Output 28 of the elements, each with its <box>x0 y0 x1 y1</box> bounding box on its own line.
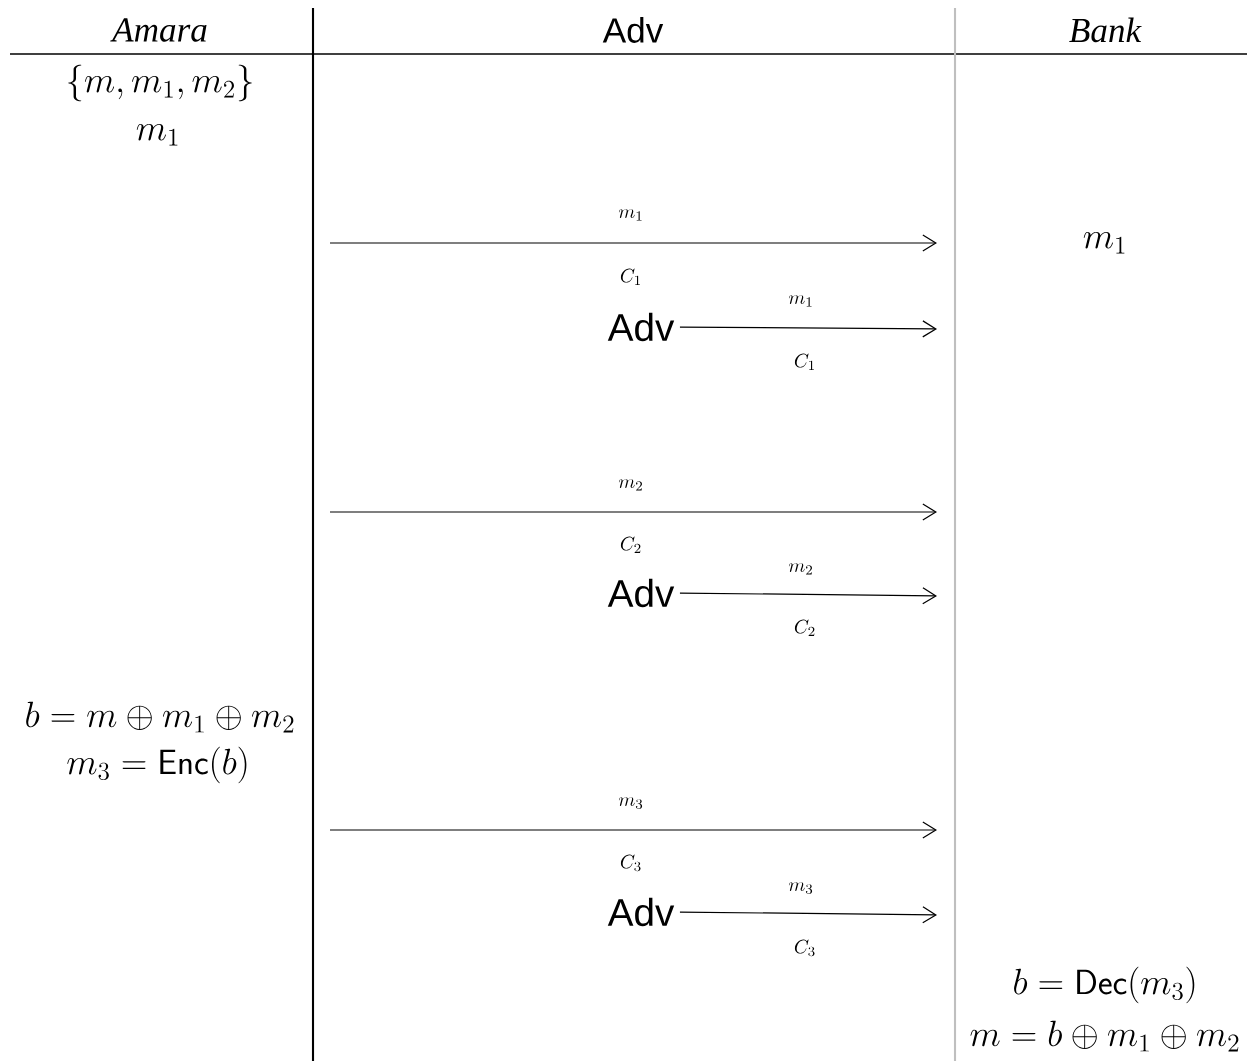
column-header: Bank <box>1069 17 1142 43</box>
edge-label: $m_3$ <box>788 882 813 894</box>
formula: $m_1$ <box>1083 232 1125 254</box>
arrow <box>679 320 937 338</box>
formula: $m_1$ <box>136 124 178 146</box>
formula: $m = b \oplus m_1 \oplus m_2$ <box>970 1020 1239 1052</box>
edge-label: $m_2$ <box>788 563 812 575</box>
participant-label: Adv <box>607 578 675 608</box>
participant-label: Adv <box>607 897 675 927</box>
ciphertext-label: $C_1$ <box>794 353 814 370</box>
formula: $m_3 = \mathsf{Enc}(b)$ <box>67 746 247 784</box>
ciphertext-label: $C_2$ <box>794 619 815 636</box>
arrow <box>679 587 937 605</box>
ciphertext-label: $C_1$ <box>620 268 640 285</box>
ciphertext-label: $C_2$ <box>620 536 641 553</box>
ciphertext-label: $C_3$ <box>620 854 641 872</box>
ciphertext-label: $m_1$ <box>618 209 642 221</box>
arrow <box>679 906 937 924</box>
edge-label: $m_1$ <box>788 295 812 307</box>
formula: $\{m, m_1, m_2\}$ <box>68 64 252 102</box>
column-header: Amara <box>110 18 207 42</box>
ciphertext-label: $m_3$ <box>618 797 643 809</box>
ciphertext-label: $C_3$ <box>794 939 815 957</box>
participant-label: Adv <box>607 312 675 342</box>
formula: $b = \mathsf{Dec}(m_3)$ <box>1014 966 1195 1004</box>
formula: $b = m \oplus m_1 \oplus m_2$ <box>26 701 294 733</box>
ciphertext-label: $m_2$ <box>618 479 642 491</box>
column-header: Adv <box>602 17 664 43</box>
